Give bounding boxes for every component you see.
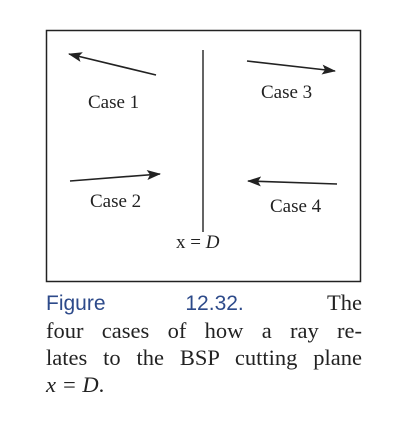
caption-line-4: x = D. [46,371,362,398]
case1-label: Case 1 [88,92,139,113]
caption-line-1-end: The [327,290,363,315]
case2-ray-arrow [69,170,161,182]
caption-line-4-var: D [82,372,99,397]
caption-line-4-suffix: . [98,372,105,397]
figure-frame [45,29,362,283]
case2-label: Case 2 [90,191,141,212]
plane-label: x = D [176,232,220,253]
case3-ray-arrow [246,60,336,75]
case4-label: Case 4 [270,196,322,217]
figure-caption: Figure 12.32. The four cases of how a ra… [46,289,362,398]
case3-label: Case 3 [261,82,312,103]
caption-line-2: four cases of how a ray re- [46,318,362,343]
caption-line-3: lates to the BSP cutting plane [46,345,362,370]
case1-ray-arrow [68,52,157,76]
caption-line-4-prefix: x = [46,372,83,397]
case4-ray-arrow [247,176,338,187]
figure-label: Figure 12.32. [46,292,244,315]
caption-line-1: Figure 12.32. The [46,289,362,317]
